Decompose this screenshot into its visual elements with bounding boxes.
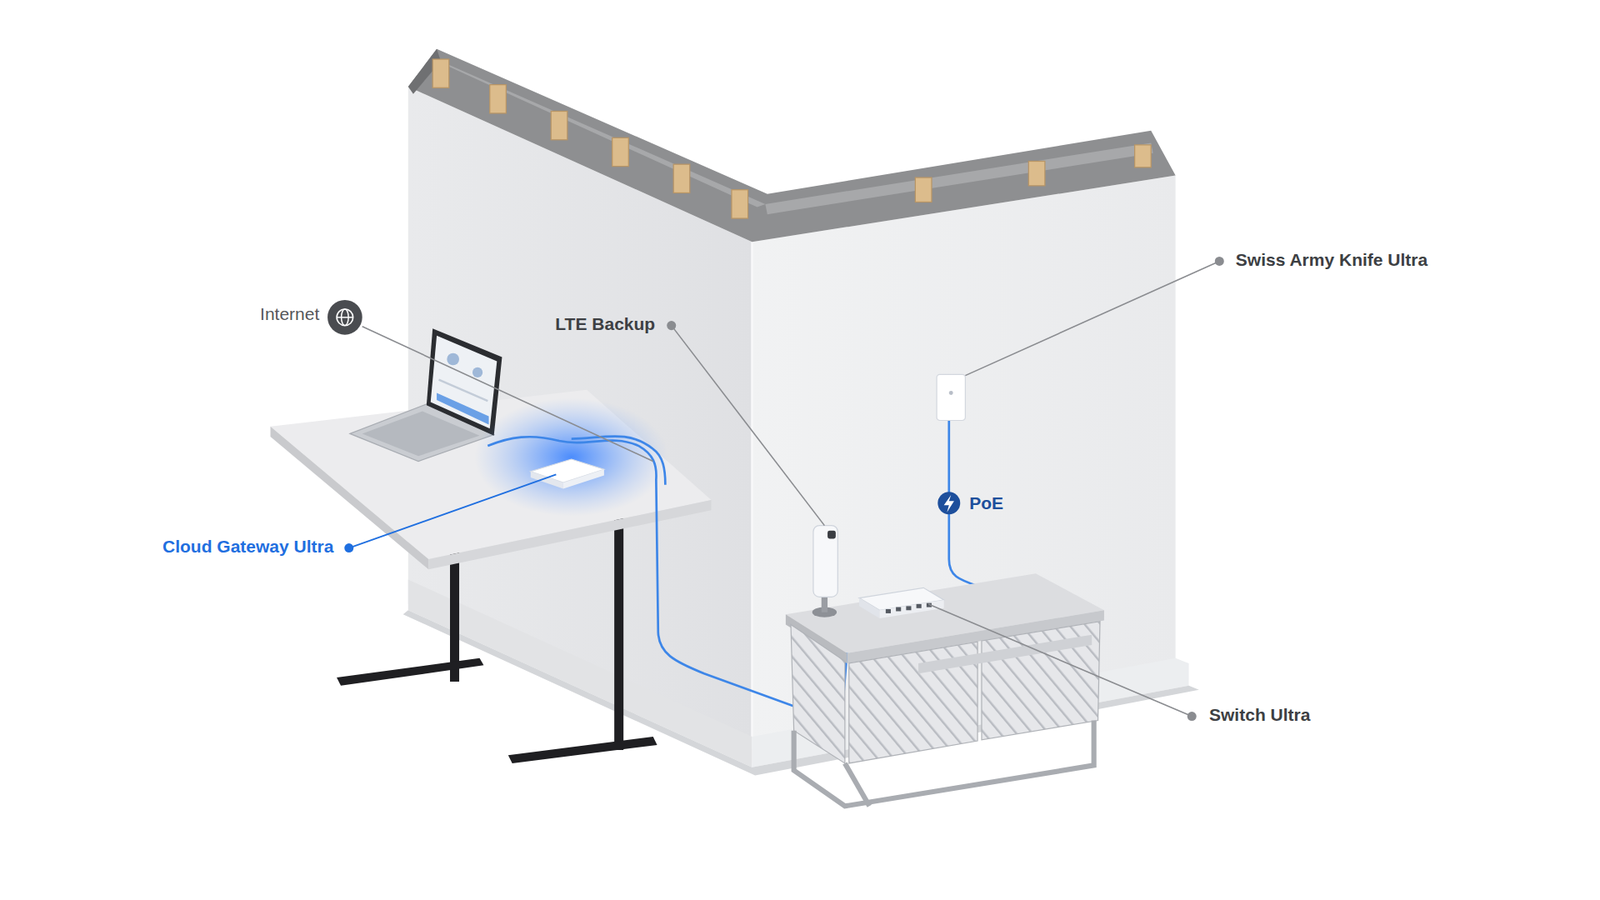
cabinet (918, 635, 1092, 675)
wall-stud (490, 85, 507, 114)
poe-icon (944, 495, 955, 513)
leader-line (349, 474, 557, 548)
lte-backup-device (812, 525, 839, 618)
leader-line (965, 260, 1220, 375)
laptop (472, 367, 483, 378)
leader-dot (666, 320, 676, 330)
wall-stud (432, 59, 1151, 219)
cloud-gateway-device (563, 469, 605, 489)
cabinet (845, 763, 870, 806)
lte-backup-device (827, 530, 836, 540)
wall-cap (765, 142, 1153, 215)
callout-label: Swiss Army Knife Ultra (1235, 249, 1428, 271)
swiss-army-knife-device (936, 374, 965, 420)
wall-cap (408, 49, 1176, 242)
baseboard (408, 580, 753, 768)
wall-stud (731, 190, 749, 219)
laptop (439, 380, 489, 402)
leader-dot (1187, 711, 1197, 721)
switch-device (895, 607, 901, 612)
globe-icon (336, 316, 354, 318)
switch-device (905, 605, 911, 610)
wall-cap (432, 59, 765, 208)
wall-stud (1135, 145, 1152, 168)
leader-line (362, 326, 654, 462)
wall-stud (915, 177, 932, 202)
callout-label: Cloud Gateway Ultra (162, 535, 334, 558)
swiss-army-knife-device (936, 374, 965, 420)
leader-dot (666, 256, 1225, 721)
desk-leg (508, 736, 658, 764)
globe-icon (336, 309, 354, 326)
leader-line (928, 604, 1192, 717)
callout-label: Internet (260, 303, 320, 325)
leader-line (671, 325, 825, 526)
wall-cap (408, 49, 1176, 242)
laptop (430, 335, 498, 429)
laptop (426, 328, 503, 436)
globe-icon (327, 300, 363, 335)
wall-stud (673, 164, 690, 193)
cloud-gateway-device (530, 459, 605, 490)
switch-device (859, 587, 945, 619)
leader-dot (1215, 256, 1225, 266)
cabinet (790, 624, 845, 764)
laptop (446, 353, 460, 366)
callout-label: PoE (969, 492, 1004, 515)
swiss-army-knife-device (949, 390, 954, 395)
cloud-gateway-device (530, 471, 564, 490)
wall-stud (1028, 160, 1045, 185)
switch-device (916, 604, 922, 609)
wall-stud (612, 137, 630, 166)
lte-backup-device (813, 525, 838, 598)
cabinet (785, 573, 1105, 806)
callout-label: Switch Ultra (1209, 704, 1310, 726)
poe-icon (937, 491, 960, 515)
callout-label: LTE Backup (555, 313, 655, 335)
desk-leg (336, 658, 484, 686)
poe-icon (937, 491, 960, 515)
leader-line (362, 260, 1220, 716)
wall (750, 241, 753, 764)
globe-icon (327, 300, 363, 335)
desk-leg (614, 515, 624, 750)
gateway-glow (474, 398, 669, 517)
cabinet (794, 720, 1095, 806)
switch-device (859, 598, 880, 619)
switch-device (880, 600, 945, 619)
wall-stud (432, 59, 450, 88)
switch-device (885, 609, 891, 614)
leader-dot (344, 543, 354, 553)
wall-stud (550, 110, 568, 140)
baseboard (403, 610, 1200, 775)
